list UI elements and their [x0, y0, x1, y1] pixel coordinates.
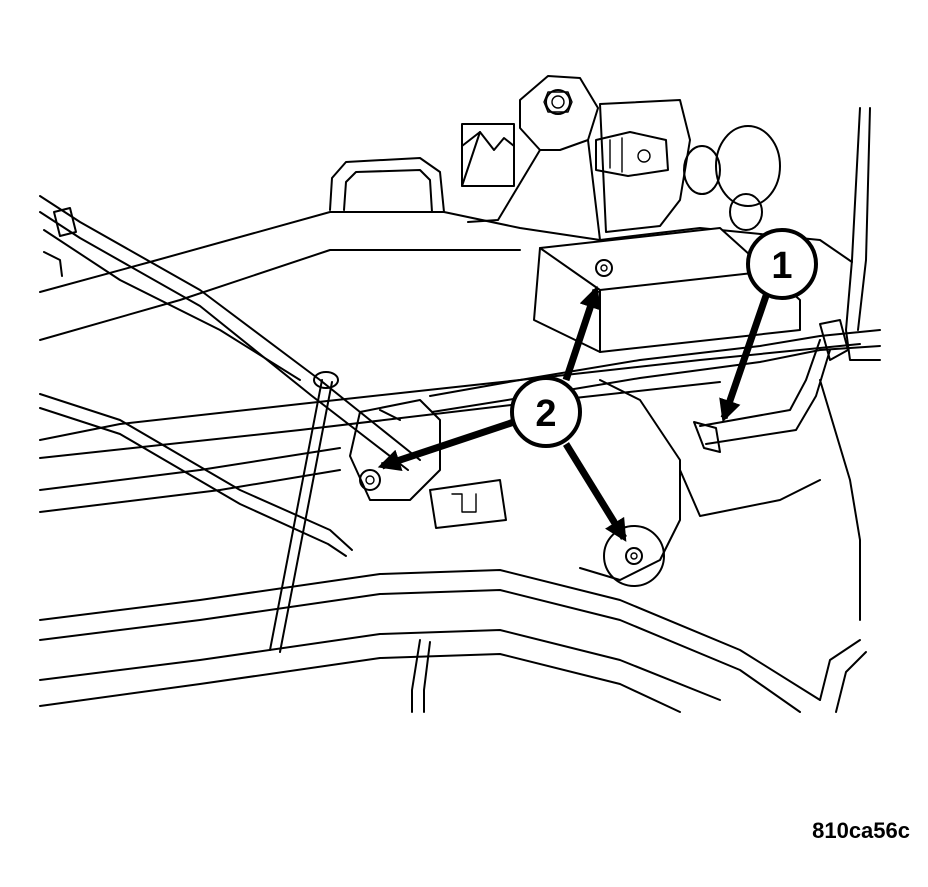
callout-2-circle	[510, 376, 582, 448]
callout-2: 2	[510, 376, 582, 448]
linkage-cables	[39, 195, 421, 653]
callout-2-arrow-top	[562, 285, 601, 382]
mount-plate	[595, 99, 691, 233]
callout-2-label: 2	[535, 393, 556, 435]
callout-1-arrow	[719, 288, 772, 423]
callout-arrows	[377, 285, 772, 542]
callout-1-label: 1	[771, 245, 792, 287]
frame-rails	[39, 569, 867, 713]
figure-code: 810ca56c	[812, 818, 910, 843]
wiring-harness	[429, 107, 881, 453]
callout-2-arrow-left	[377, 416, 522, 471]
upper-bracket	[467, 75, 601, 241]
callout-2-arrow-bottom	[563, 442, 627, 542]
grommet-holes	[683, 125, 781, 231]
callout-1-circle	[746, 228, 818, 300]
pictogram-box	[461, 123, 515, 187]
callout-1: 1	[746, 228, 818, 300]
